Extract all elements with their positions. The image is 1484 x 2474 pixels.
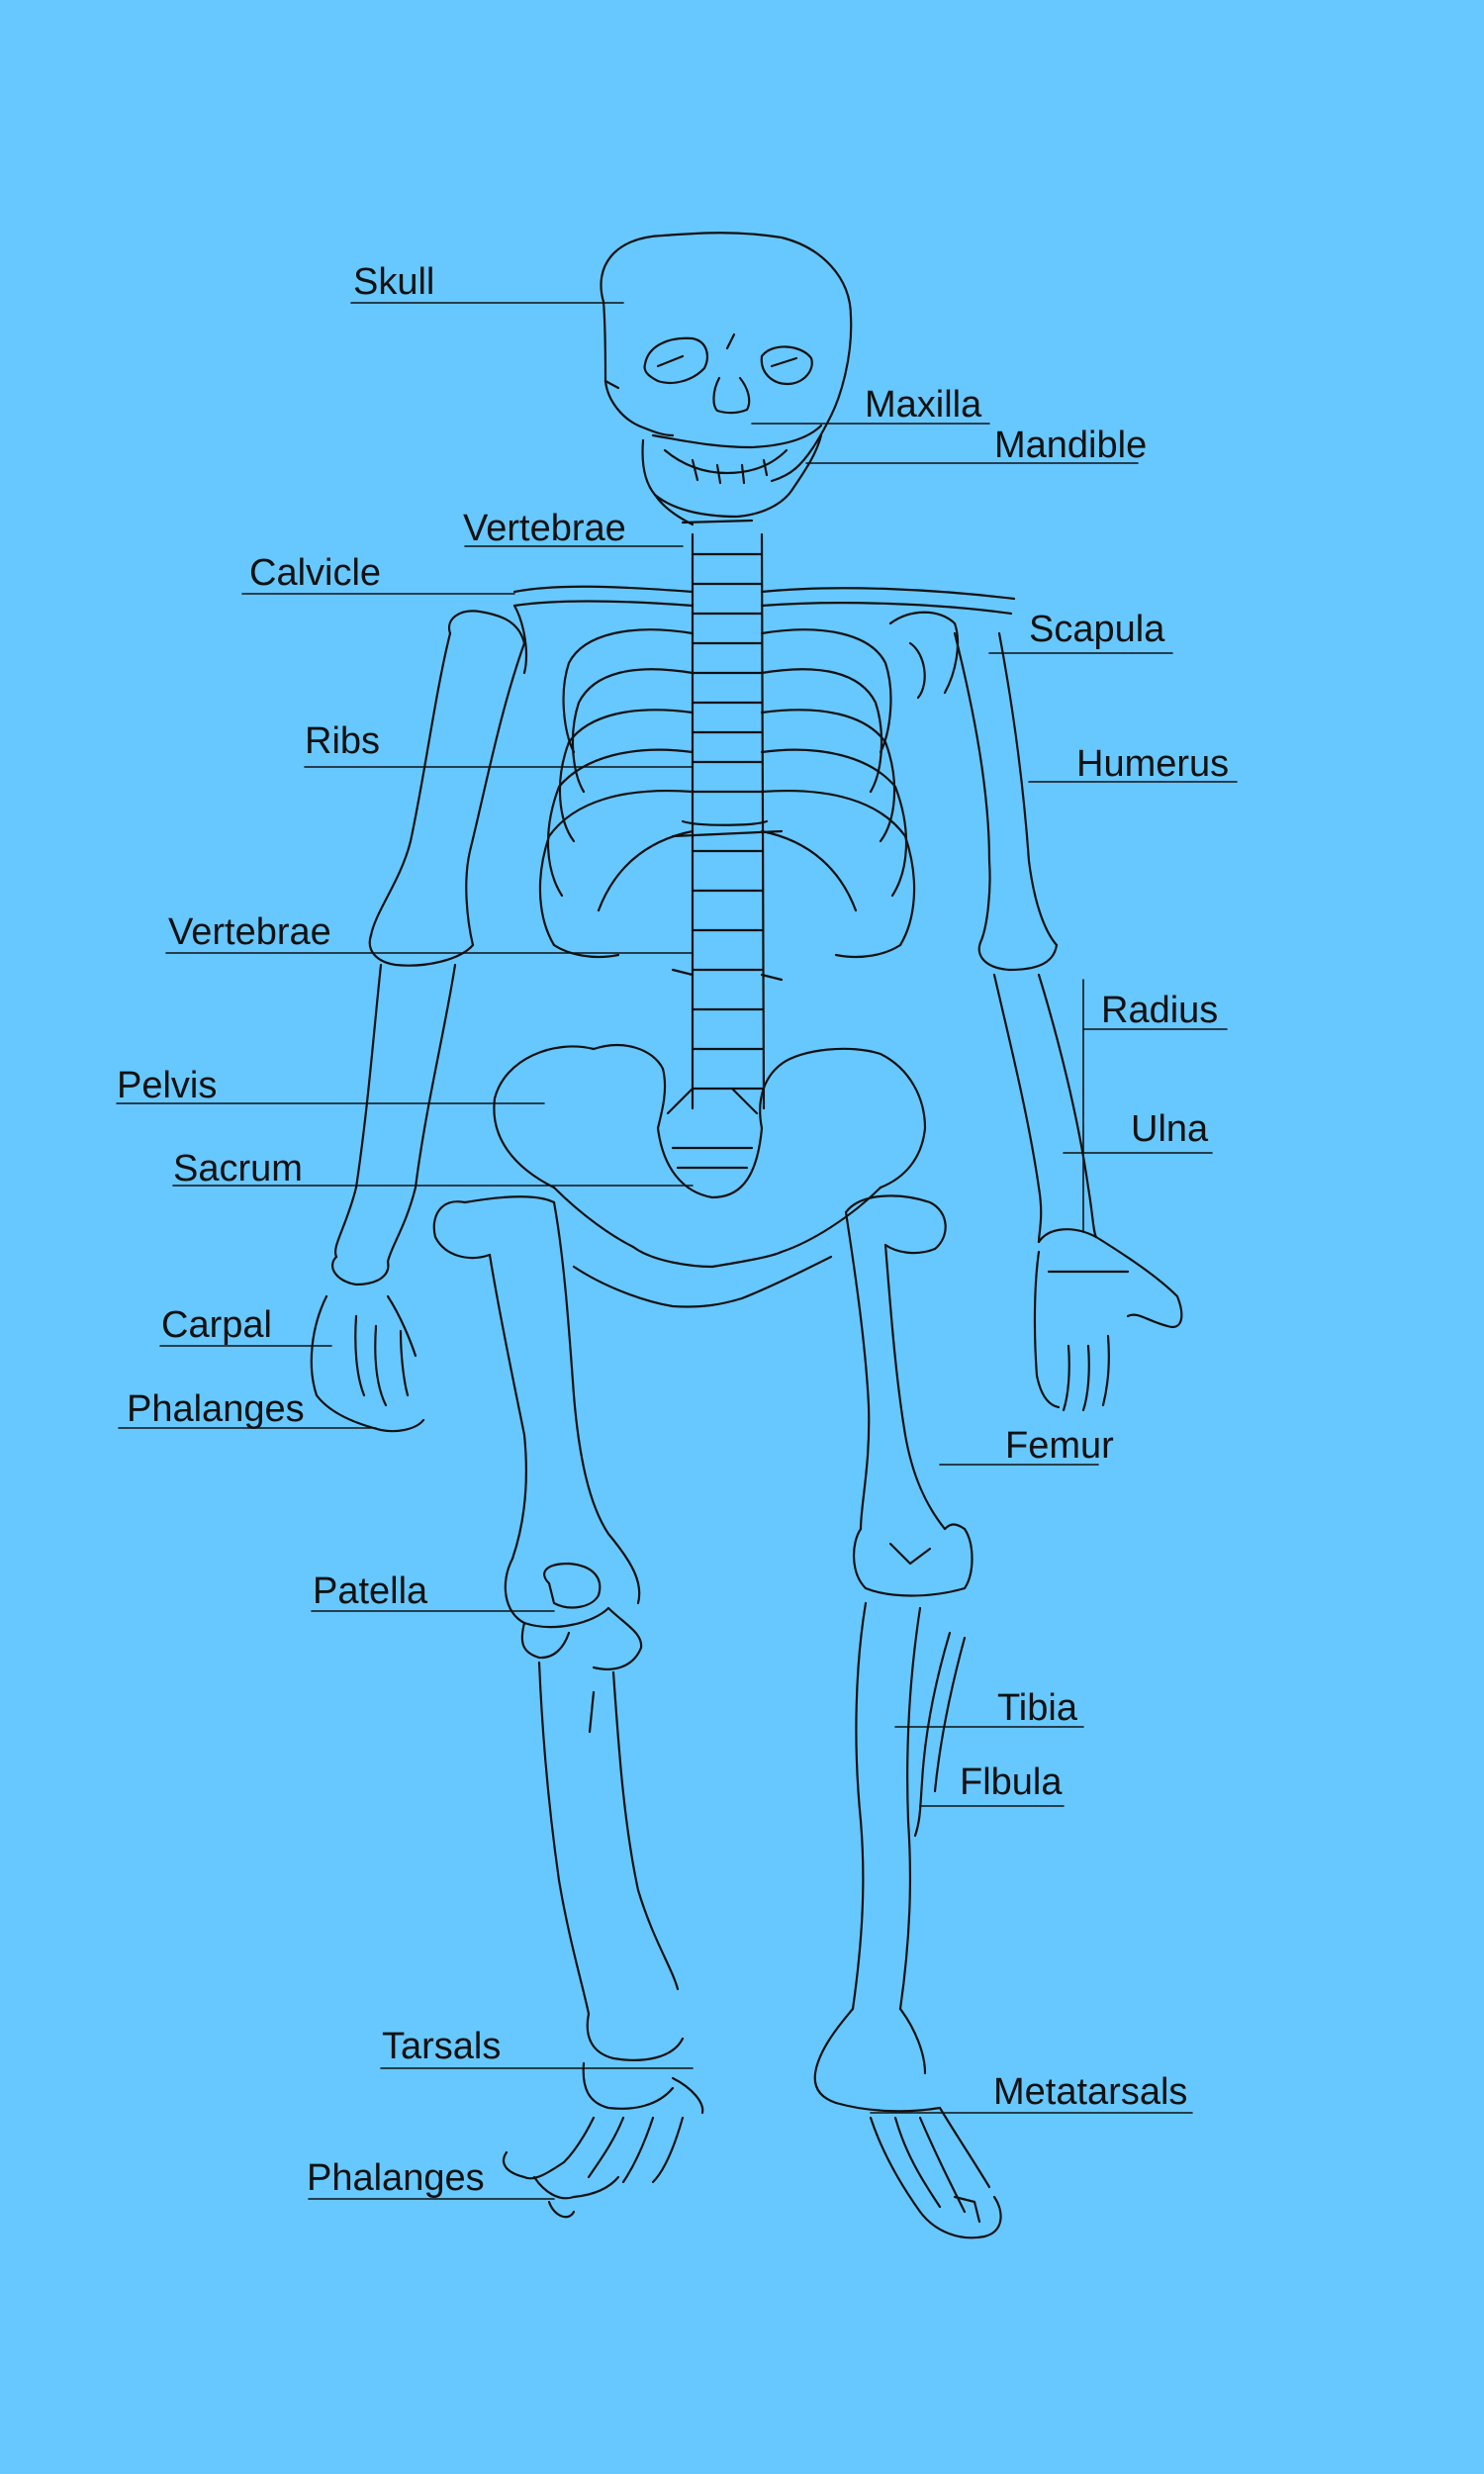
label-tibia: Tibia [997, 1687, 1077, 1729]
left-arm [310, 631, 526, 1433]
label-humerus: Humerus [1076, 743, 1230, 785]
label-phalanges-hand: Phalanges [127, 1388, 305, 1430]
right-leg [813, 1194, 1002, 2239]
vertebral-column [671, 532, 784, 1110]
label-ulna: Ulna [1131, 1108, 1209, 1150]
label-mandible: Mandible [994, 425, 1148, 466]
label-pelvis: Pelvis [117, 1065, 218, 1106]
label-vertebrae-upper: Vertebrae [463, 508, 626, 549]
label-carpal: Carpal [161, 1304, 272, 1346]
label-metatarsals: Metatarsals [993, 2071, 1188, 2113]
label-fibula: Flbula [960, 1761, 1063, 1803]
label-tarsals: Tarsals [382, 2026, 502, 2067]
label-maxilla: Maxilla [865, 384, 982, 426]
right-arm [953, 631, 1183, 1412]
label-sacrum: Sacrum [173, 1148, 303, 1189]
skull-outline [600, 232, 853, 526]
rib-cage [538, 628, 916, 959]
label-ribs: Ribs [305, 720, 381, 762]
shoulder-girdle [447, 585, 1016, 700]
label-skull: Skull [353, 261, 435, 303]
label-calvicle: Calvicle [249, 552, 382, 594]
label-vertebrae-lower: Vertebrae [168, 911, 331, 953]
left-leg [432, 1195, 704, 2219]
label-femur: Femur [1005, 1425, 1114, 1467]
leader-lines [116, 302, 1238, 2200]
label-patella: Patella [313, 1570, 428, 1612]
label-radius: Radius [1101, 990, 1219, 1031]
label-phalanges-foot: Phalanges [307, 2157, 485, 2199]
label-scapula: Scapula [1029, 609, 1165, 650]
pelvis-outline [493, 1044, 927, 1308]
